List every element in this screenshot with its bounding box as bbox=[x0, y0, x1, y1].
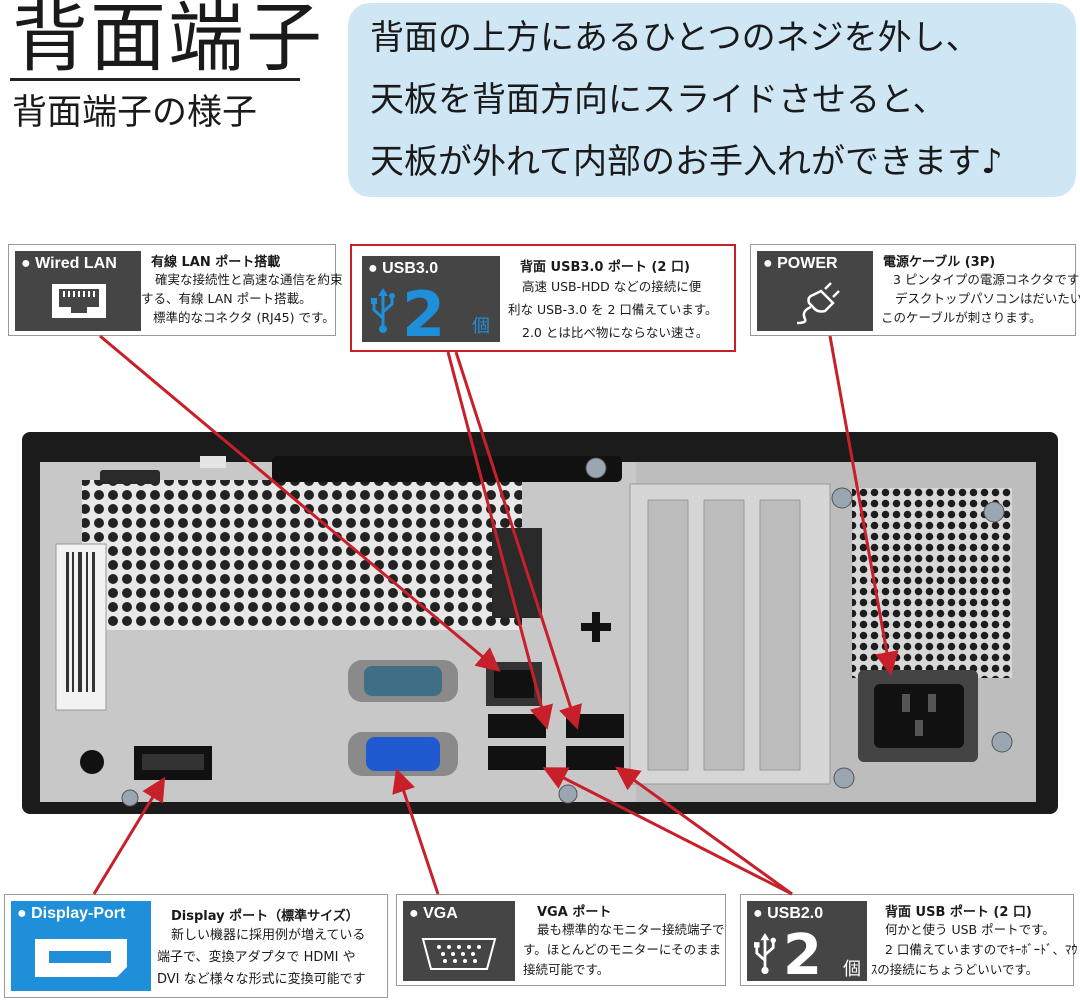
display-port-line-1: 新しい機器に採用例が増えている bbox=[171, 928, 366, 943]
card-wired-lan: ● Wired LAN 有線 LAN ポート搭載 確実な接続性と高速な通信を約束… bbox=[8, 244, 343, 336]
intro-line-2: 天板を背面方向にスライドさせると、 bbox=[370, 80, 947, 120]
vga-port-icon bbox=[421, 938, 497, 970]
usb2-unit: 個 bbox=[843, 959, 861, 980]
card-display-port: ● Display-Port Display ポート（標準サイズ） 新しい機器に… bbox=[4, 894, 388, 998]
power-plug-icon bbox=[796, 282, 840, 325]
card-vga: ● VGA VGA ポート 最も標準的なモニター接続端子で す。ほとんどのモニタ… bbox=[396, 894, 726, 986]
display-port-badge-label: ● Display-Port bbox=[17, 905, 126, 922]
display-port-line-2: 端子で、変換アダプタで HDMI や bbox=[157, 950, 356, 965]
usb2-count: 2 bbox=[783, 923, 822, 988]
usb3-line-2: 利な USB-3.0 を 2 口備えています。 bbox=[508, 302, 718, 317]
intro-line-1: 背面の上方にあるひとつのネジを外し、 bbox=[370, 18, 980, 58]
usb3-badge: ● USB3.0 2 個 bbox=[362, 256, 500, 351]
intro-line-3: 天板が外れて内部のお手入れができます♪ bbox=[370, 142, 1003, 182]
card-usb2: ● USB2.0 2 個 背面 USB ポート (2 口) 何かと使う USB … bbox=[740, 894, 1078, 988]
usb2-line-3: ｽの接続にちょうどいいです。 bbox=[871, 962, 1039, 977]
wired-lan-title: 有線 LAN ポート搭載 bbox=[151, 255, 281, 270]
intro-callout bbox=[348, 3, 1076, 197]
usb3-badge-label: ● USB3.0 bbox=[368, 260, 439, 277]
power-title: 電源ケーブル (3P) bbox=[883, 255, 996, 270]
usb3-line-1: 高速 USB-HDD などの接続に便 bbox=[522, 279, 702, 294]
vga-line-3: 接続可能です。 bbox=[523, 962, 610, 977]
display-port-badge: ● Display-Port bbox=[11, 901, 151, 991]
title-underline bbox=[10, 78, 300, 81]
ethernet-port-icon bbox=[52, 284, 106, 318]
usb3-line-3: 2.0 とは比べ物にならない速さ。 bbox=[522, 325, 709, 340]
card-power: ● POWER 電源ケーブル (3P) 3 ピンタイプの電源コネクタです デスク… bbox=[750, 244, 1080, 336]
usb-icon bbox=[371, 288, 395, 333]
usb2-badge-label: ● USB2.0 bbox=[753, 905, 824, 922]
power-badge: ● POWER bbox=[757, 251, 873, 331]
vga-line-1: 最も標準的なモニター接続端子で bbox=[537, 922, 725, 937]
wired-lan-line-1: 確実な接続性と高速な通信を約束 bbox=[155, 272, 343, 287]
wired-lan-line-2: する、有線 LAN ポート搭載。 bbox=[141, 291, 312, 306]
displayport-icon bbox=[35, 939, 127, 977]
power-badge-label: ● POWER bbox=[763, 255, 838, 272]
vga-line-2: す。ほとんどのモニターにそのまま bbox=[523, 942, 722, 957]
display-port-line-3: DVI など様々な形式に変換可能です bbox=[157, 972, 366, 987]
display-port-title: Display ポート（標準サイズ） bbox=[171, 909, 359, 924]
usb2-line-2: 2 口備えていますのでｷｰﾎﾞｰﾄﾞ、ﾏｳ bbox=[885, 942, 1078, 957]
power-line-3: このケーブルが刺さります。 bbox=[881, 310, 1042, 325]
usb2-title: 背面 USB ポート (2 口) bbox=[885, 905, 1032, 920]
usb2-badge: ● USB2.0 2 個 bbox=[747, 901, 867, 988]
usb3-title: 背面 USB3.0 ポート (2 口) bbox=[520, 260, 690, 275]
usb-icon bbox=[754, 933, 776, 975]
power-line-2: デスクトップパソコンはだいたい bbox=[895, 291, 1080, 306]
power-line-1: 3 ピンタイプの電源コネクタです bbox=[893, 272, 1080, 287]
page-subtitle: 背面端子の様子 bbox=[12, 93, 258, 133]
usb3-unit: 個 bbox=[472, 316, 490, 337]
usb3-count: 2 bbox=[402, 278, 446, 351]
vga-badge-label: ● VGA bbox=[409, 905, 458, 922]
wired-lan-badge: ● Wired LAN bbox=[15, 251, 141, 331]
page-title: 背面端子 bbox=[12, 0, 324, 82]
vga-title: VGA ポート bbox=[537, 905, 612, 920]
wired-lan-line-3: 標準的なコネクタ (RJ45) です。 bbox=[153, 310, 335, 325]
pc-rear-panel-illustration bbox=[22, 432, 1058, 814]
wired-lan-badge-label: ● Wired LAN bbox=[21, 255, 117, 272]
usb2-line-1: 何かと使う USB ポートです。 bbox=[885, 922, 1055, 937]
card-usb3: ● USB3.0 2 個 背面 USB3.0 ポート (2 口) 高速 USB-… bbox=[350, 244, 736, 352]
vga-badge: ● VGA bbox=[403, 901, 515, 981]
